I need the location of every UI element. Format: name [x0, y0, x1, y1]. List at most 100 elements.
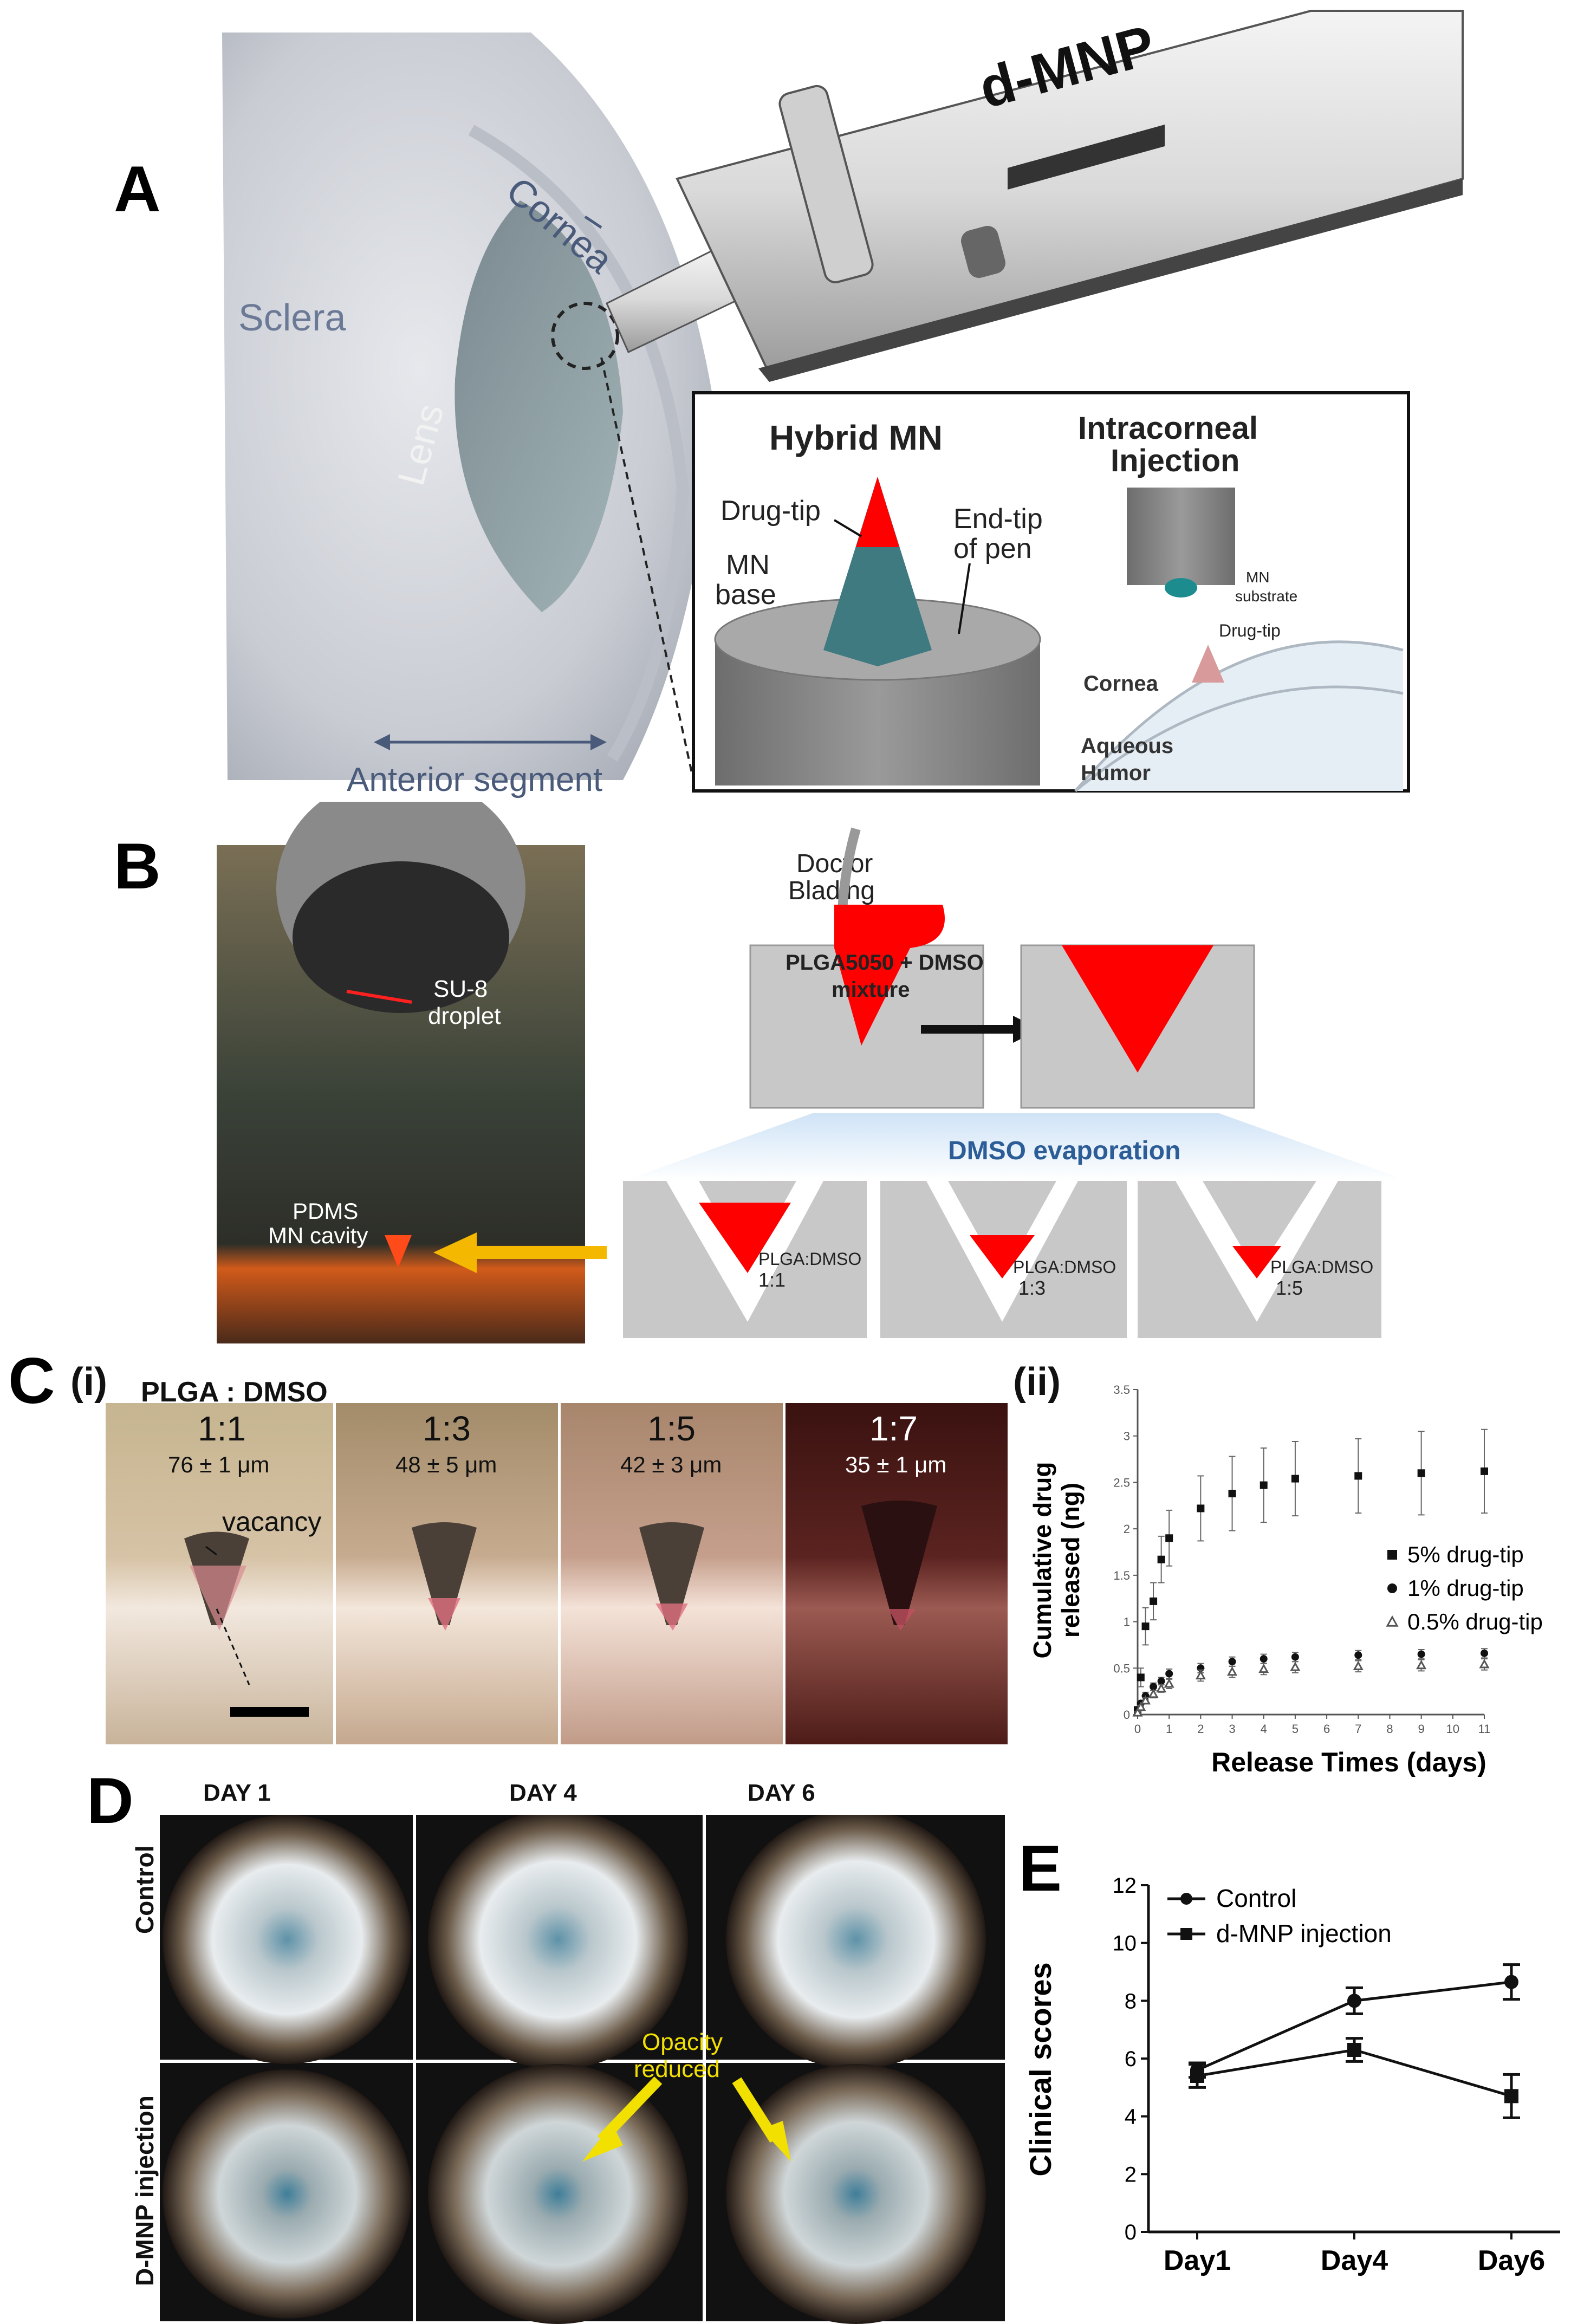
release-x-tick-label: 11	[1478, 1722, 1491, 1736]
release-chart-ylabel-2: released (ng)	[1056, 1483, 1085, 1638]
svg-text:SU-8: SU-8	[433, 976, 488, 1002]
release-y-tick-label: 1	[1124, 1615, 1130, 1629]
clinical-legend-marker	[1180, 1928, 1192, 1940]
vacancy-label: vacancy	[222, 1507, 322, 1537]
micrograph-ratio-2: 1:3	[423, 1409, 471, 1448]
release-chart-xlabel: Release Times (days)	[1211, 1747, 1486, 1777]
clinical-legend-label: d-MNP injection	[1216, 1919, 1392, 1948]
svg-text:PDMS: PDMS	[293, 1198, 358, 1224]
release-point	[1141, 1622, 1150, 1631]
release-point	[1132, 1707, 1143, 1717]
release-x-tick-label: 6	[1323, 1722, 1330, 1736]
panel-letter-d: D	[87, 1764, 134, 1837]
clinical-y-tick-label: 10	[1113, 1932, 1137, 1956]
svg-text:MN cavity: MN cavity	[268, 1223, 368, 1248]
panel-d-photos	[160, 1815, 1005, 2324]
release-x-tick-label: 0	[1134, 1722, 1141, 1736]
micrograph-ratio-3: 1:5	[647, 1409, 696, 1448]
release-point	[1150, 1597, 1158, 1605]
clinical-y-tick-label: 0	[1125, 2221, 1137, 2244]
release-x-tick-label: 10	[1446, 1722, 1459, 1736]
release-y-tick-label: 0	[1124, 1708, 1130, 1722]
release-y-tick-label: 0.5	[1113, 1661, 1130, 1675]
release-point	[1260, 1655, 1268, 1663]
release-point	[1228, 1490, 1236, 1497]
release-legend-marker	[1387, 1550, 1397, 1560]
release-point	[1135, 1702, 1146, 1711]
release-x-tick-label: 4	[1261, 1722, 1267, 1736]
svg-text:Aqueous: Aqueous	[1081, 734, 1173, 758]
release-point	[1417, 1469, 1425, 1477]
svg-text:PLGA:DMSO: PLGA:DMSO	[1270, 1257, 1373, 1277]
svg-text:1:5: 1:5	[1276, 1277, 1303, 1299]
anterior-segment-label: Anterior segment	[347, 761, 602, 799]
release-legend-label: 0.5% drug-tip	[1407, 1609, 1543, 1634]
release-point	[1260, 1481, 1268, 1489]
clinical-legend-label: Control	[1216, 1884, 1296, 1912]
release-legend-marker	[1387, 1583, 1397, 1593]
opacity-annotation-1: Opacity	[642, 2029, 723, 2055]
release-point	[1195, 1670, 1206, 1680]
svg-text:Humor: Humor	[1081, 761, 1151, 785]
release-x-tick-label: 1	[1166, 1722, 1172, 1736]
clinical-point	[1347, 2043, 1361, 2057]
release-y-tick-label: 2	[1124, 1522, 1130, 1536]
svg-text:End-tip: End-tip	[953, 503, 1043, 535]
release-point	[1481, 1649, 1488, 1657]
panel-c-sub-ii: (ii)	[1013, 1360, 1061, 1404]
panel-c-sub-i: (i)	[70, 1360, 107, 1404]
release-point	[1156, 1683, 1167, 1693]
micrograph-ratio-4: 1:7	[869, 1409, 918, 1448]
release-point	[1157, 1677, 1165, 1685]
panel-a-illustration: d-MNP Cornea Sclera Lens Anterior segmen…	[222, 10, 1464, 799]
svg-text:PLGA5050 + DMSO: PLGA5050 + DMSO	[785, 951, 984, 975]
row-label-dmnp: D-MNP injection	[131, 2095, 159, 2286]
panel-letter-b: B	[114, 830, 161, 903]
svg-text:Doctor: Doctor	[796, 849, 873, 878]
svg-text:MN: MN	[726, 549, 770, 581]
clinical-point	[1347, 1994, 1361, 2008]
clinical-x-tick-label: Day4	[1321, 2245, 1388, 2276]
day-label-3: DAY 6	[748, 1780, 815, 1806]
release-x-tick-label: 8	[1386, 1722, 1393, 1736]
clinical-point	[1190, 2069, 1204, 2083]
release-point	[1165, 1534, 1173, 1542]
clinical-y-tick-label: 4	[1125, 2105, 1137, 2129]
release-point	[1353, 1660, 1364, 1670]
svg-text:Drug-tip: Drug-tip	[720, 495, 821, 527]
svg-text:Cornea: Cornea	[1083, 672, 1159, 696]
svg-text:1:3: 1:3	[1018, 1277, 1046, 1299]
row-label-control: Control	[131, 1845, 159, 1934]
release-point	[1290, 1661, 1301, 1671]
release-point	[1258, 1663, 1269, 1673]
release-point	[1157, 1555, 1165, 1563]
svg-text:base: base	[715, 579, 776, 611]
day-label-2: DAY 4	[509, 1780, 577, 1806]
day-label-1: DAY 1	[203, 1780, 271, 1806]
clinical-legend-marker	[1180, 1893, 1192, 1905]
release-x-tick-label: 9	[1418, 1722, 1425, 1736]
release-point	[1165, 1670, 1173, 1678]
release-y-tick-label: 1.5	[1113, 1569, 1130, 1582]
svg-text:1:1: 1:1	[758, 1269, 785, 1291]
release-point	[1417, 1650, 1425, 1658]
clinical-x-tick-label: Day1	[1164, 2245, 1231, 2276]
release-chart-ylabel-1: Cumulative drug	[1028, 1462, 1056, 1659]
svg-text:substrate: substrate	[1235, 588, 1297, 605]
clinical-point	[1504, 2089, 1518, 2104]
release-chart: Cumulative drug released (ng) Release Ti…	[1028, 1383, 1543, 1777]
panel-letter-c: C	[8, 1345, 55, 1417]
hybrid-mn-title: Hybrid MN	[769, 418, 943, 457]
release-point	[1140, 1695, 1151, 1705]
release-point	[1416, 1660, 1427, 1670]
svg-text:of pen: of pen	[953, 533, 1032, 564]
svg-text:MN: MN	[1246, 569, 1270, 586]
release-y-tick-label: 3.5	[1113, 1383, 1130, 1397]
release-point	[1354, 1651, 1362, 1659]
panel-c-micrographs	[106, 1403, 1008, 1744]
opacity-annotation-2: reduced	[634, 2056, 720, 2082]
release-x-tick-label: 2	[1197, 1722, 1204, 1736]
release-point	[1354, 1472, 1362, 1480]
panel-b-illustration: SU-8 droplet PDMS MN cavity Doctor Bladi…	[217, 802, 1408, 1343]
micrograph-ratio-1: 1:1	[198, 1409, 246, 1448]
